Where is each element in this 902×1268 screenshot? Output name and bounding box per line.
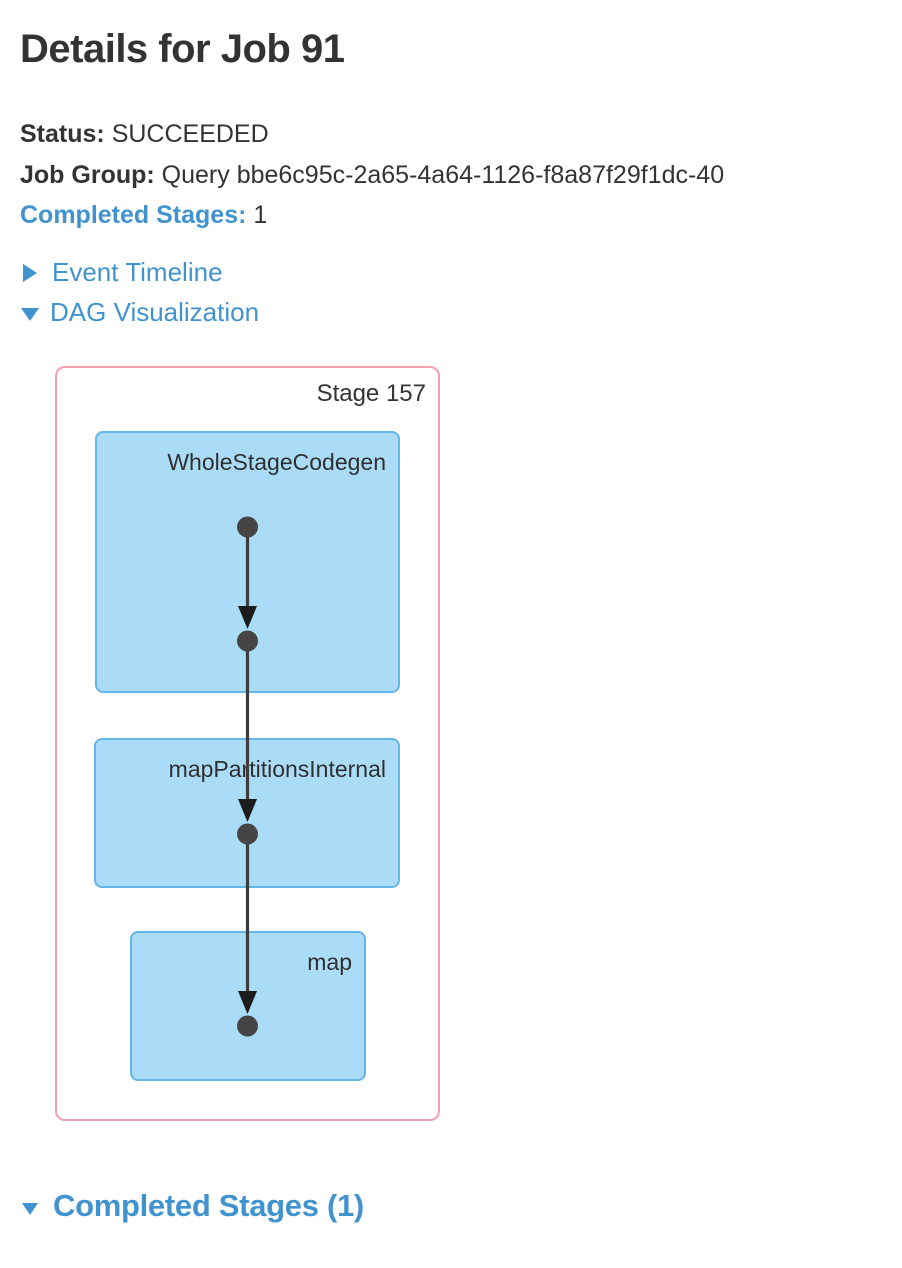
operator-label: WholeStageCodegen [167, 448, 386, 475]
job-group-line: Job Group: Query bbe6c95c-2a65-4a64-1126… [20, 155, 882, 196]
status-value: SUCCEEDED [111, 120, 269, 148]
caret-down-icon [21, 308, 39, 321]
job-group-value: Query bbe6c95c-2a65-4a64-1126-f8a87f29f1… [161, 160, 725, 189]
caret-down-icon [22, 1202, 38, 1215]
operator-label: mapPartitionsInternal [168, 755, 386, 782]
operator-wholestagecodegen[interactable]: WholeStageCodegen [95, 430, 400, 693]
operator-map[interactable]: map [130, 930, 366, 1081]
expandable-toggles: Event Timeline DAG Visualization [20, 253, 882, 333]
job-group-label: Job Group: [20, 160, 155, 189]
stage-cluster[interactable]: Stage 157 WholeStageCodegen mapPartition… [55, 365, 440, 1121]
caret-right-icon [23, 263, 37, 282]
stage-cluster-label: Stage 157 [316, 379, 426, 407]
event-timeline-label: Event Timeline [52, 257, 223, 287]
event-timeline-toggle[interactable]: Event Timeline [20, 253, 882, 293]
page-title: Details for Job 91 [20, 27, 345, 71]
completed-stages-count: 1 [253, 201, 268, 229]
dag-visualization-toggle[interactable]: DAG Visualization [20, 293, 882, 333]
operator-label: map [307, 948, 352, 975]
operator-mappartitionsinternal[interactable]: mapPartitionsInternal [94, 737, 400, 888]
completed-stages-line: Completed Stages: 1 [20, 195, 882, 236]
completed-stages-link[interactable]: Completed Stages: [20, 201, 247, 229]
completed-stages-section-toggle[interactable]: Completed Stages (1) [20, 1187, 882, 1225]
dag-visualization-label: DAG Visualization [50, 297, 260, 327]
status-line: Status: SUCCEEDED [20, 114, 882, 155]
completed-stages-heading: Completed Stages (1) [53, 1187, 364, 1223]
job-summary: Status: SUCCEEDED Job Group: Query bbe6c… [20, 114, 882, 236]
status-label: Status: [20, 120, 105, 148]
job-details-page: Details for Job 91 Status: SUCCEEDED Job… [0, 26, 902, 1225]
